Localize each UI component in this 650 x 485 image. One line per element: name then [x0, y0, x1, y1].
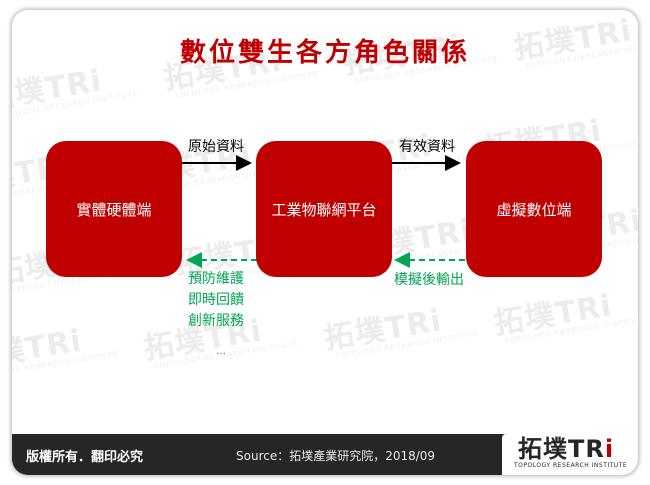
edge-label-feedback: 預防維護 即時回饋 創新服務 — [188, 269, 244, 332]
footer-bar: 版權所有．翻印必究 Source：拓墣產業研究院，2018/09 拓墣TRi T… — [12, 434, 638, 475]
feedback-line-2: 即時回饋 — [188, 292, 244, 308]
node-platform-label: 工業物聯網平台 — [271, 200, 377, 219]
ellipsis-mark: … — [216, 346, 227, 357]
logo-subtitle: TOPOLOGY RESEARCH INSTITUTE — [514, 462, 628, 469]
edge-label-raw-data: 原始資料 — [188, 139, 244, 155]
source-text: Source：拓墣產業研究院，2018/09 — [236, 449, 436, 463]
feedback-line-3: 創新服務 — [188, 313, 244, 329]
node-virtual-label: 虛擬數位端 — [496, 200, 572, 219]
tri-logo: 拓墣TRi TOPOLOGY RESEARCH INSTITUTE — [502, 434, 638, 475]
edge-label-valid-data: 有效資料 — [399, 139, 455, 155]
node-physical-hardware: 實體硬體端 — [46, 141, 182, 277]
arrow-layer — [182, 155, 465, 268]
node-virtual-digital: 虛擬數位端 — [466, 141, 602, 277]
node-physical-label: 實體硬體端 — [76, 200, 152, 219]
copyright-text: 版權所有．翻印必究 — [26, 450, 144, 465]
slide-title: 數位雙生各方角色關係 — [179, 38, 470, 68]
edge-label-simulation-output: 模擬後輸出 — [394, 272, 464, 288]
node-iot-platform: 工業物聯網平台 — [256, 141, 392, 277]
logo-wordmark: 拓墣TRi — [518, 435, 615, 463]
feedback-line-1: 預防維護 — [188, 271, 244, 287]
